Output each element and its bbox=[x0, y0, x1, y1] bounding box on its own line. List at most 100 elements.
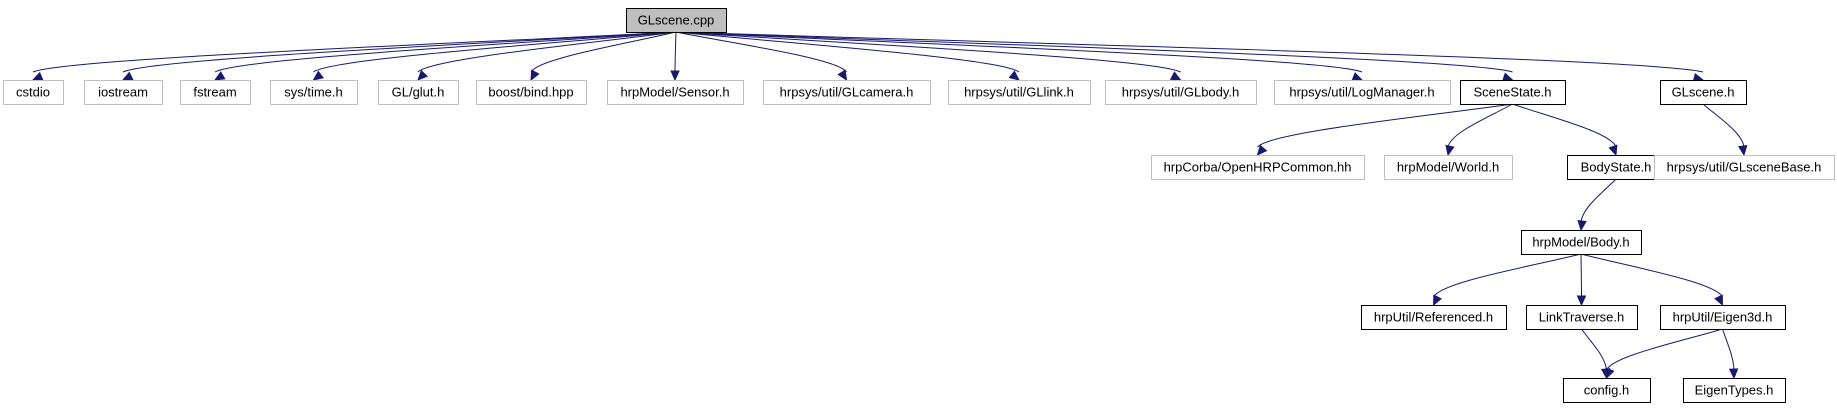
node-hrpmodel_sensor_h: hrpModel/Sensor.h bbox=[607, 80, 744, 105]
node-bodystate_h[interactable]: BodyState.h bbox=[1567, 155, 1666, 180]
node-box bbox=[476, 80, 587, 105]
node-label: hrpsys/util/LogManager.h bbox=[1289, 85, 1434, 100]
node-hrpsys_logmanager_h: hrpsys/util/LogManager.h bbox=[1274, 80, 1451, 105]
node-label: EigenTypes.h bbox=[1695, 383, 1774, 398]
edge-linktraverse_h-to-config_h bbox=[1581, 328, 1607, 371]
node-box bbox=[1683, 378, 1786, 403]
node-box bbox=[1274, 80, 1451, 105]
edge-glscene_h-to-glscenebase_h bbox=[1702, 103, 1745, 148]
node-label: hrpUtil/Eigen3d.h bbox=[1673, 310, 1773, 325]
edge-hrputil_eigen3d_h-to-config_h bbox=[1606, 328, 1723, 371]
node-hrpmodel_world_h: hrpModel/World.h bbox=[1384, 155, 1513, 180]
node-label: hrpModel/World.h bbox=[1397, 160, 1499, 175]
node-box bbox=[84, 80, 163, 105]
node-label: hrpsys/util/GLbody.h bbox=[1122, 85, 1240, 100]
node-box bbox=[270, 80, 358, 105]
edge-scenestate_h-to-bodystate_h bbox=[1512, 103, 1617, 148]
edge-arrowhead-scenestate_h bbox=[1501, 72, 1514, 82]
node-box bbox=[1526, 305, 1638, 330]
node-label: cstdio bbox=[16, 85, 50, 100]
edge-arrowhead-glscenebase_h bbox=[1737, 144, 1748, 157]
node-hrpmodel_body_h[interactable]: hrpModel/Body.h bbox=[1521, 230, 1642, 255]
edge-glscene_cpp-to-iostream bbox=[122, 31, 677, 73]
edge-glscene_cpp-to-hrpmodel_sensor_h bbox=[674, 31, 677, 73]
edge-glscene_cpp-to-glscene_h bbox=[675, 31, 1704, 73]
node-label: GLscene.cpp bbox=[638, 13, 715, 28]
edge-arrowhead-hrpsys_gllink_h bbox=[1008, 70, 1020, 81]
node-label: GL/glut.h bbox=[392, 85, 445, 100]
edge-hrputil_eigen3d_h-to-eigentypes_h bbox=[1722, 328, 1735, 371]
edge-glscene_cpp-to-hrpsys_glbody_h bbox=[675, 31, 1181, 73]
edge-glscene_cpp-to-scenestate_h bbox=[675, 31, 1513, 73]
node-box bbox=[1660, 305, 1786, 330]
node-label: hrpModel/Sensor.h bbox=[620, 85, 729, 100]
node-label: LinkTraverse.h bbox=[1539, 310, 1625, 325]
node-hrpsys_glbody_h: hrpsys/util/GLbody.h bbox=[1105, 80, 1257, 105]
edge-glscene_cpp-to-boost_bind_hpp bbox=[530, 31, 677, 73]
edge-arrowhead-hrputil_referenced_h bbox=[1432, 294, 1442, 307]
node-box bbox=[1105, 80, 1257, 105]
edge-glscene_cpp-to-gl_glut_h bbox=[417, 31, 677, 73]
edge-arrowhead-config_h bbox=[1605, 367, 1615, 380]
node-label: GLscene.h bbox=[1672, 85, 1735, 100]
node-hrputil_eigen3d_h[interactable]: hrpUtil/Eigen3d.h bbox=[1660, 305, 1786, 330]
node-box bbox=[3, 80, 64, 105]
node-hrpsys_gllink_h: hrpsys/util/GLlink.h bbox=[948, 80, 1091, 105]
node-glscene_cpp[interactable]: GLscene.cpp bbox=[626, 8, 727, 33]
node-label: iostream bbox=[98, 85, 148, 100]
edge-bodystate_h-to-hrpmodel_body_h bbox=[1580, 178, 1617, 223]
node-box bbox=[1567, 155, 1666, 180]
node-hrpsys_glcamera_h: hrpsys/util/GLcamera.h bbox=[763, 80, 931, 105]
edge-arrowhead-hrpsys_glbody_h bbox=[1169, 71, 1182, 81]
node-scenestate_h[interactable]: SceneState.h bbox=[1460, 80, 1566, 105]
edge-arrowhead-hrputil_eigen3d_h bbox=[1714, 294, 1724, 307]
node-box bbox=[1521, 230, 1642, 255]
edge-arrowhead-hrpsys_glcamera_h bbox=[837, 69, 848, 82]
edge-arrowhead-openhrpcommon_hh bbox=[1256, 144, 1268, 156]
node-label: hrpUtil/Referenced.h bbox=[1374, 310, 1493, 325]
edge-arrowhead-cstdio bbox=[31, 71, 44, 81]
node-box bbox=[948, 80, 1091, 105]
node-box bbox=[1660, 80, 1747, 105]
edge-hrpmodel_body_h-to-hrputil_referenced_h bbox=[1433, 253, 1582, 298]
edge-arrowhead-hrpsys_logmanager_h bbox=[1351, 72, 1364, 81]
node-label: config.h bbox=[1584, 383, 1630, 398]
node-box bbox=[378, 80, 459, 105]
edge-glscene_cpp-to-hrpsys_gllink_h bbox=[675, 31, 1020, 73]
edge-arrowhead-eigentypes_h bbox=[1728, 368, 1739, 380]
edge-scenestate_h-to-hrpmodel_world_h bbox=[1447, 103, 1513, 148]
node-box bbox=[1151, 155, 1365, 180]
node-eigentypes_h[interactable]: EigenTypes.h bbox=[1683, 378, 1786, 403]
node-box bbox=[1361, 305, 1507, 330]
edge-arrowhead-hrpmodel_world_h bbox=[1445, 144, 1455, 157]
node-label: hrpModel/Body.h bbox=[1532, 235, 1629, 250]
node-hrputil_referenced_h[interactable]: hrpUtil/Referenced.h bbox=[1361, 305, 1507, 330]
edge-arrowhead-fstream bbox=[213, 71, 226, 81]
node-box bbox=[626, 8, 727, 33]
node-box bbox=[1460, 80, 1566, 105]
node-label: SceneState.h bbox=[1473, 85, 1551, 100]
edge-glscene_cpp-to-hrpsys_logmanager_h bbox=[675, 31, 1363, 73]
edge-arrowhead-hrpmodel_sensor_h bbox=[670, 70, 680, 82]
node-fstream: fstream bbox=[180, 80, 251, 105]
node-label: fstream bbox=[193, 85, 236, 100]
node-box bbox=[1563, 378, 1651, 403]
node-boost_bind_hpp: boost/bind.hpp bbox=[476, 80, 587, 105]
edges-layer bbox=[31, 31, 1748, 380]
node-linktraverse_h[interactable]: LinkTraverse.h bbox=[1526, 305, 1638, 330]
node-label: hrpCorba/OpenHRPCommon.hh bbox=[1164, 160, 1352, 175]
node-box bbox=[763, 80, 931, 105]
node-box bbox=[1654, 155, 1835, 180]
edge-glscene_cpp-to-sys_time_h bbox=[313, 31, 677, 73]
node-gl_glut_h: GL/glut.h bbox=[378, 80, 459, 105]
node-glscenebase_h: hrpsys/util/GLsceneBase.h bbox=[1654, 155, 1835, 180]
edge-arrowhead-iostream bbox=[121, 71, 134, 81]
node-glscene_h[interactable]: GLscene.h bbox=[1660, 80, 1747, 105]
node-config_h[interactable]: config.h bbox=[1563, 378, 1651, 403]
node-openhrpcommon_hh: hrpCorba/OpenHRPCommon.hh bbox=[1151, 155, 1365, 180]
node-label: hrpsys/util/GLcamera.h bbox=[780, 85, 914, 100]
node-iostream: iostream bbox=[84, 80, 163, 105]
edge-hrpmodel_body_h-to-linktraverse_h bbox=[1580, 253, 1582, 298]
